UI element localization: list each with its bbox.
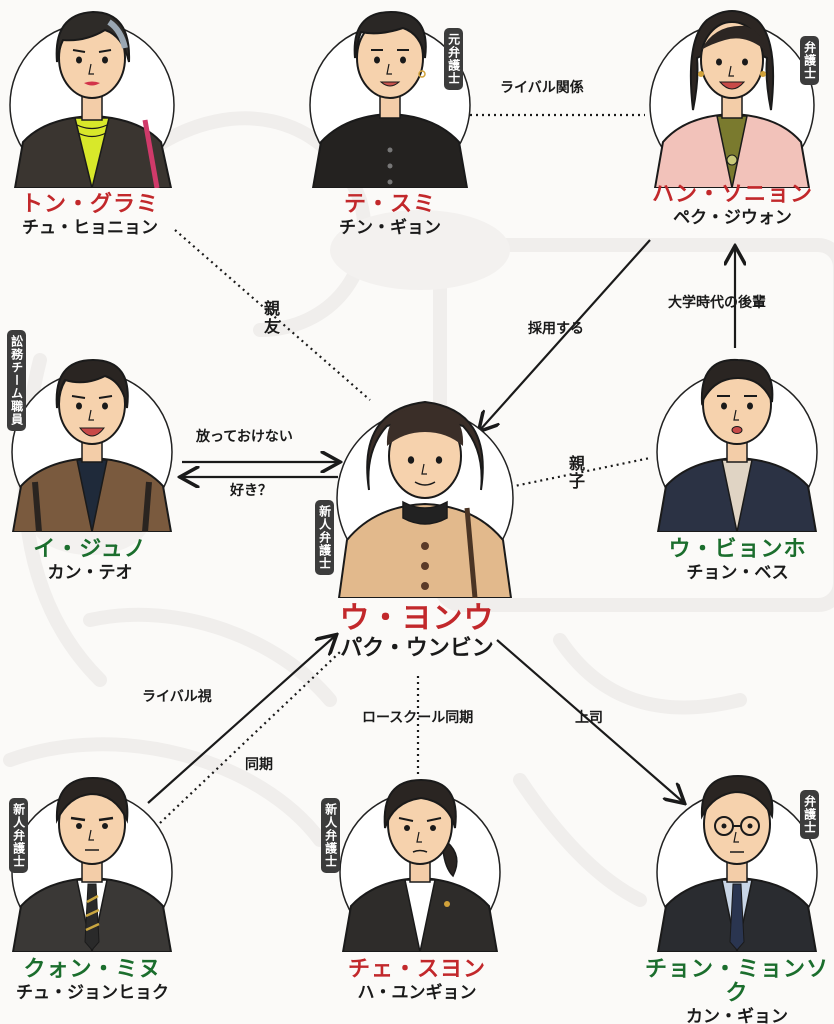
name-block-te-sumi: テ・スミ チン・ギョン bbox=[300, 192, 480, 239]
character-name: イ・ジュノ bbox=[33, 537, 147, 562]
name-block-kwon-minu: クォン・ミヌ チュ・ジョンヒョク bbox=[0, 957, 185, 1004]
portrait-che-suyon bbox=[339, 778, 501, 952]
role-badge-u-yonu: 新人弁護士 bbox=[315, 500, 334, 575]
line-rival-view bbox=[147, 636, 335, 804]
name-block-jong-myonsok: チョン・ミョンソク カン・ギョン bbox=[640, 957, 834, 1024]
name-block-u-yonu: ウ・ヨンウ パク・ウンビン bbox=[317, 602, 517, 664]
actor-name: チョン・ベス bbox=[686, 563, 789, 584]
label-best-friend: 親友 bbox=[261, 300, 280, 336]
line-same-year bbox=[159, 651, 341, 824]
label-rival-relation: ライバル関係 bbox=[500, 80, 584, 96]
portrait-u-byonho bbox=[656, 358, 818, 532]
actor-name: チン・ギョン bbox=[339, 218, 441, 239]
character-name: トン・グラミ bbox=[20, 192, 159, 217]
actor-name: チュ・ヒョニョン bbox=[22, 218, 158, 239]
label-boss: 上司 bbox=[575, 710, 603, 726]
actor-name: ハ・ユンギョン bbox=[357, 983, 477, 1004]
label-parent-child: 親子 bbox=[566, 455, 585, 491]
name-block-u-byonho: ウ・ビョンホ チョン・ベス bbox=[645, 537, 830, 584]
character-name: ウ・ビョンホ bbox=[668, 537, 807, 562]
name-block-i-juno: イ・ジュノ カン・テオ bbox=[0, 537, 180, 584]
character-name: テ・スミ bbox=[343, 192, 436, 217]
label-junior: 大学時代の後輩 bbox=[668, 295, 766, 311]
character-name: クォン・ミヌ bbox=[23, 957, 162, 982]
portrait-kwon-minu bbox=[11, 776, 173, 952]
role-badge-i-juno: 訟務チーム職員 bbox=[7, 330, 26, 431]
character-name: ウ・ヨンウ bbox=[339, 601, 495, 636]
role-badge-jong-myonsok: 弁護士 bbox=[800, 790, 819, 839]
label-cant-leave: 放っておけない bbox=[196, 429, 293, 445]
role-badge-han-sonyon: 弁護士 bbox=[800, 36, 819, 85]
role-badge-kwon-minu: 新人弁護士 bbox=[9, 798, 28, 873]
label-law-school: ロースクール同期 bbox=[362, 710, 474, 726]
role-badge-che-suyon: 新人弁護士 bbox=[321, 798, 340, 873]
character-name: チェ・スヨン bbox=[347, 957, 486, 982]
character-name: ハン・ソニョン bbox=[651, 182, 813, 207]
label-likes: 好き？ bbox=[230, 483, 272, 499]
portrait-u-yonu bbox=[336, 400, 514, 598]
character-name: チョン・ミョンソク bbox=[644, 957, 829, 1007]
actor-name: パク・ウンビン bbox=[340, 636, 494, 661]
label-same-year: 同期 bbox=[245, 757, 273, 773]
line-best-friend bbox=[174, 229, 371, 401]
label-hired: 採用する bbox=[528, 321, 584, 337]
role-badge-te-sumi: 元弁護士 bbox=[444, 28, 463, 90]
name-block-che-suyon: チェ・スヨン ハ・ユンギョン bbox=[322, 957, 512, 1004]
line-hired bbox=[480, 239, 651, 430]
actor-name: ペク・ジウォン bbox=[673, 208, 792, 229]
portrait-tong-grami bbox=[9, 10, 175, 188]
actor-name: チュ・ジョンヒョク bbox=[16, 983, 169, 1004]
portrait-han-sonyon bbox=[649, 10, 815, 188]
actor-name: カン・テオ bbox=[47, 563, 133, 584]
line-boss bbox=[496, 639, 683, 802]
line-parent-child bbox=[504, 456, 651, 490]
name-block-han-sonyon: ハン・ソニョン ペク・ジウォン bbox=[640, 182, 825, 229]
portrait-te-sumi bbox=[309, 10, 471, 188]
label-rival-view: ライバル視 bbox=[142, 689, 212, 705]
portrait-jong-myonsok bbox=[656, 774, 818, 952]
name-block-tong-grami: トン・グラミ チュ・ヒョニョン bbox=[0, 192, 180, 239]
portrait-i-juno bbox=[11, 358, 173, 532]
actor-name: カン・ギョン bbox=[686, 1007, 788, 1024]
